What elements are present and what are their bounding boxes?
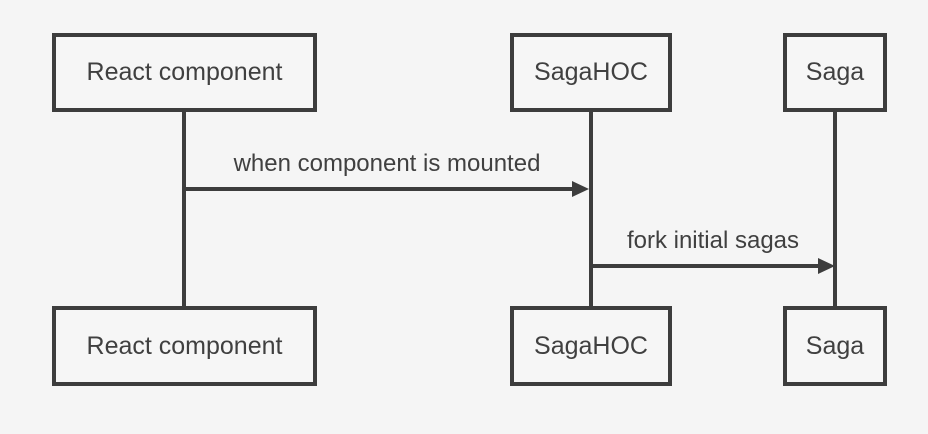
- lifeline-saga: [833, 112, 837, 306]
- message-line-sagahoc-to-saga: [591, 264, 819, 268]
- actor-box-react-component-top: React component: [52, 33, 317, 112]
- arrowhead-right-icon: [818, 258, 835, 274]
- lifeline-react-component: [182, 112, 186, 306]
- message-label-fork-initial-sagas: fork initial sagas: [626, 227, 800, 254]
- arrowhead-right-icon: [572, 181, 589, 197]
- message-label-when-component-is-mounted: when component is mounted: [233, 150, 541, 177]
- actor-box-saga-bottom: Saga: [783, 306, 887, 386]
- message-line-react-to-sagahoc: [184, 187, 573, 191]
- actor-box-saga-top: Saga: [783, 33, 887, 112]
- actor-box-react-component-bottom: React component: [52, 306, 317, 386]
- lifeline-sagahoc: [589, 112, 593, 306]
- actor-box-sagahoc-bottom: SagaHOC: [510, 306, 672, 386]
- actor-box-sagahoc-top: SagaHOC: [510, 33, 672, 112]
